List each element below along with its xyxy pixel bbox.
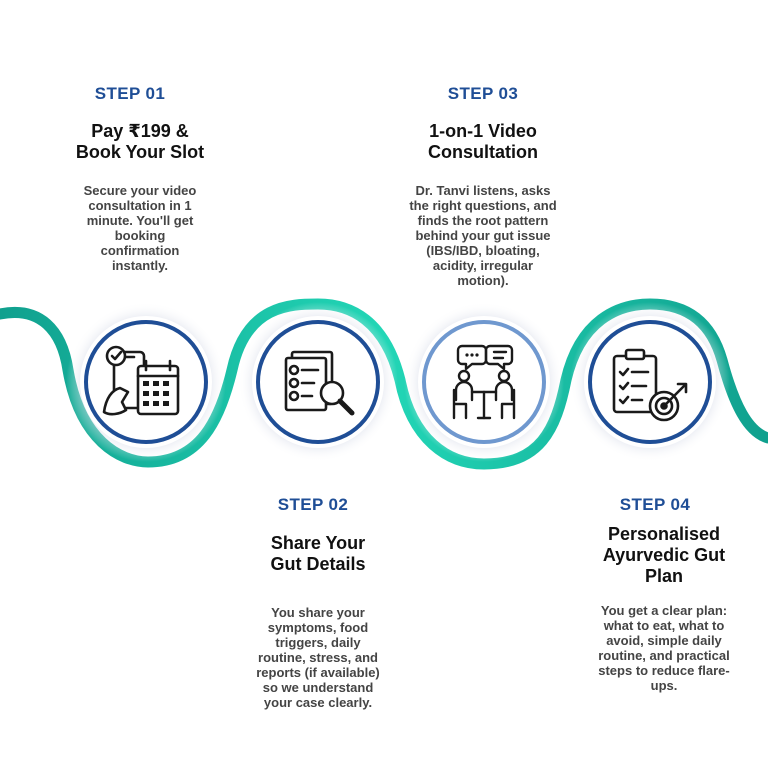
- step-4-title: Personalised Ayurvedic Gut Plan: [564, 524, 764, 587]
- step-3-description-line: motion).: [457, 273, 509, 288]
- step-1-label: STEP 01: [94, 84, 166, 103]
- step-3-description-line: acidity, irregular: [432, 258, 534, 273]
- step-4-description-line: what to eat, what to: [603, 618, 725, 633]
- step-2-description-line: You share your: [271, 605, 365, 620]
- step-4-description-line: You get a clear plan:: [600, 603, 728, 618]
- step-1-title-line: Book Your Slot: [75, 142, 205, 162]
- step-2-description-line: reports (if available): [256, 665, 380, 680]
- step-3-description-line: Dr. Tanvi listens, asks: [415, 183, 551, 198]
- step-3-description-line: the right questions, and: [409, 198, 557, 213]
- step-1-description-line: minute. You'll get: [86, 213, 194, 228]
- step-2-label: STEP 02: [277, 495, 349, 514]
- step-3-title-line: Consultation: [428, 142, 538, 162]
- step-1-description-line: confirmation: [100, 243, 180, 258]
- step-4-title-line: Ayurvedic Gut: [602, 545, 726, 565]
- step-2-description-line: triggers, daily: [275, 635, 361, 650]
- consultation-icon: [452, 344, 516, 420]
- step-1-title: Pay ₹199 & Book Your Slot: [40, 121, 240, 163]
- step-2-description-line: routine, stress, and: [258, 650, 378, 665]
- step-2-description-line: your case clearly.: [263, 695, 373, 710]
- step-2-description: You share your symptoms, food triggers, …: [213, 605, 423, 710]
- step-2-title-line: Share Your: [270, 533, 366, 553]
- step-3-label: STEP 03: [447, 84, 519, 103]
- step-3-description-line: finds the root pattern: [417, 213, 549, 228]
- step-4-description-line: avoid, simple daily: [606, 633, 722, 648]
- step-circle-3: [404, 302, 564, 462]
- step-3-title-line: 1-on-1 Video: [429, 121, 537, 141]
- step-3-description-line: (IBS/IBD, bloating,: [426, 243, 540, 258]
- step-3-description-line: behind your gut issue: [415, 228, 551, 243]
- step-2-title: Share Your Gut Details: [218, 533, 418, 575]
- step-1-title-line: Pay ₹199 &: [91, 121, 189, 141]
- step-1-description: Secure your video consultation in 1 minu…: [40, 183, 240, 273]
- step-1-description-line: instantly.: [111, 258, 169, 273]
- step-4-description-line: ups.: [650, 678, 678, 693]
- step-2-description-line: so we understand: [262, 680, 374, 695]
- step-4-label: STEP 04: [619, 495, 691, 514]
- step-1-description-line: booking: [114, 228, 166, 243]
- step-4-description-line: steps to reduce flare-: [598, 663, 730, 678]
- step-1-description-line: consultation in 1: [88, 198, 192, 213]
- checklist-target-icon: [612, 348, 688, 422]
- step-2-title-line: Gut Details: [270, 554, 366, 574]
- step-4-title-line: Personalised: [607, 524, 721, 544]
- step-1-description-line: Secure your video: [83, 183, 197, 198]
- phone-calendar-icon: [102, 345, 180, 416]
- step-3-title: 1-on-1 Video Consultation: [383, 121, 583, 163]
- step-4-title-line: Plan: [644, 566, 683, 586]
- step-4-description: You get a clear plan: what to eat, what …: [560, 603, 768, 693]
- step-3-description: Dr. Tanvi listens, asks the right questi…: [373, 183, 593, 288]
- step-4-description-line: routine, and practical: [598, 648, 730, 663]
- document-search-icon: [284, 350, 355, 416]
- step-2-description-line: symptoms, food: [267, 620, 369, 635]
